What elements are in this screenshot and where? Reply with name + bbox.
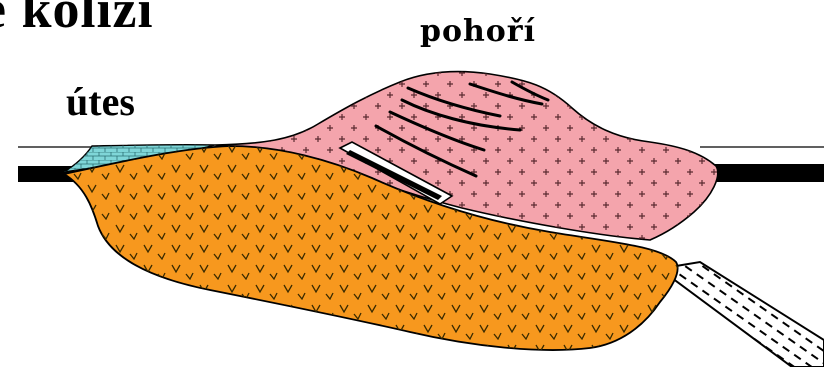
- diagram-title: e kolizi: [0, 0, 153, 40]
- subducting-slab-texture: [672, 262, 824, 367]
- ocean-floor-right: [712, 164, 824, 182]
- label-reef: útes: [66, 78, 135, 125]
- label-mountains: pohoří: [420, 14, 536, 49]
